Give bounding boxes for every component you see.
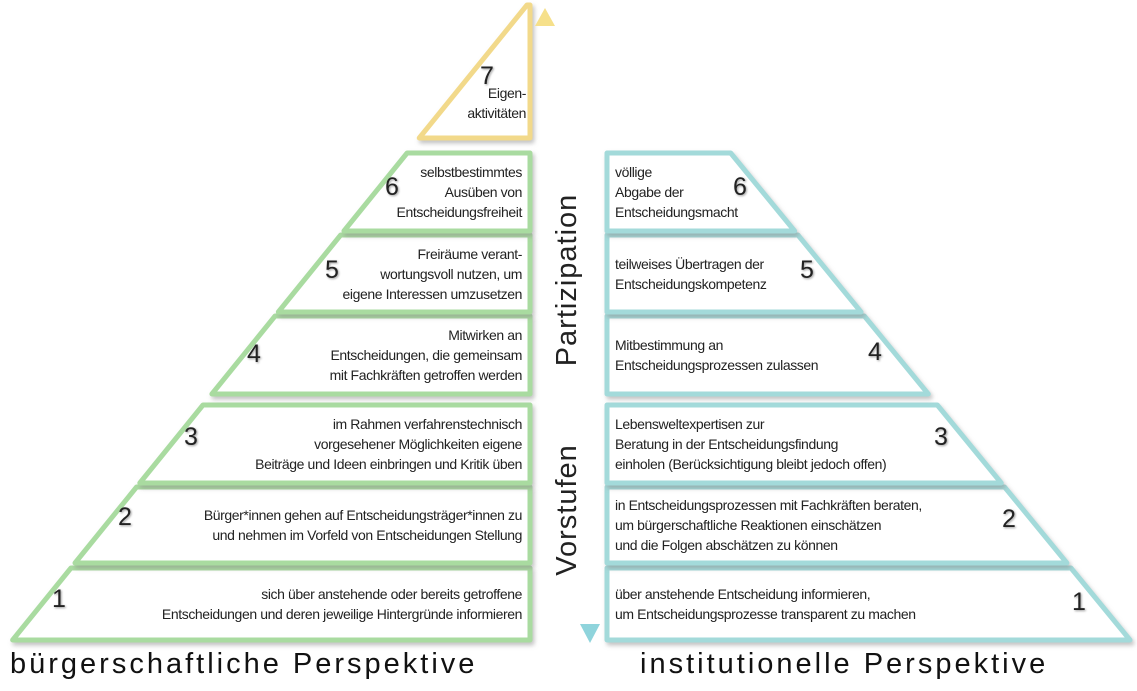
- text-line: eigene Interessen umzusetzen: [342, 285, 523, 302]
- text-line: Entscheidungsprozessen zulassen: [615, 357, 819, 373]
- text-line: Freiräume verant-: [417, 245, 523, 262]
- left-level-2-number: 2: [118, 503, 132, 531]
- right-level-1-band: [604, 565, 1133, 643]
- text-line: mit Fachkräften getroffen werden: [329, 367, 523, 383]
- text-line: im Rahmen verfahrenstechnisch: [332, 416, 523, 432]
- left-level-5-band: [275, 232, 533, 315]
- text-line: einholen (Berücksichtigung bleibt jedoch…: [615, 456, 887, 472]
- text-line: sich über anstehende oder bereits getrof…: [261, 586, 522, 602]
- left-pyramid: [10, 2, 533, 643]
- left-level-4-number: 4: [247, 340, 261, 368]
- text-line: Bürger*innen gehen auf Entscheidungsträg…: [203, 507, 523, 523]
- prestage-down-arrow: [580, 12, 600, 643]
- text-line: und nehmen im Vorfeld von Entscheidungen…: [212, 527, 522, 543]
- right-level-5-band: [604, 232, 864, 315]
- right-level-4-band: [604, 313, 931, 397]
- left-level-5-text: Freiräume verant-wortungsvoll nutzen, um…: [342, 235, 523, 312]
- text-line: Ausüben von: [444, 184, 523, 200]
- left-level-3-band: [137, 402, 533, 486]
- text-line: selbstbestimmtes: [420, 164, 522, 180]
- participation-up-arrow: [535, 8, 555, 645]
- right-level-1-text: über anstehende Entscheidung informieren…: [615, 568, 916, 640]
- right-level-1-number: 1: [1072, 588, 1086, 616]
- text-line: um Entscheidungsprozesse transparent zu …: [615, 606, 916, 622]
- right-level-5-number: 5: [800, 256, 814, 284]
- text-line: Lebensweltexpertisen zur: [615, 416, 765, 432]
- left-level-4-band: [209, 313, 533, 397]
- text-line: vorgesehener Möglichkeiten eigene: [314, 436, 522, 452]
- text-line: Mitbestimmung an: [615, 337, 723, 353]
- left-level-3-number: 3: [184, 423, 198, 451]
- left-level-7-triangle: [416, 2, 533, 141]
- left-level-2-text: Bürger*innen gehen auf Entscheidungsträg…: [203, 487, 523, 563]
- left-level-4-text: Mitwirken an Entscheidungen, die gemeinsa…: [329, 316, 523, 394]
- right-level-6-number: 6: [733, 173, 747, 201]
- text-line: Abgabe der: [615, 184, 684, 200]
- text-line: in Entscheidungsprozessen mit Fachkräfte…: [615, 497, 922, 513]
- text-line: aktivitäten: [467, 105, 526, 121]
- left-level-6-number: 6: [385, 173, 399, 201]
- right-level-3-band: [604, 402, 1004, 486]
- left-level-3-text: im Rahmen verfahrenstechnisch vorgesehene…: [255, 405, 522, 483]
- left-level-2-band: [72, 484, 533, 566]
- text-line: Eigen-: [487, 85, 526, 101]
- right-level-4-text: Mitbestimmung an Entscheidungsprozessen z…: [615, 316, 819, 394]
- left-level-7-text: Eigen-aktivitäten: [467, 78, 526, 128]
- text-line: Entscheidungsmacht: [615, 204, 738, 220]
- participation-label: Partizipation: [551, 193, 583, 367]
- text-line: Mitwirken an: [448, 327, 522, 343]
- right-level-6-band: [604, 150, 798, 234]
- right-pyramid: [604, 150, 1133, 643]
- text-line: Beiträge und Ideen einbringen und Kritik…: [255, 456, 522, 472]
- left-level-1-text: sich über anstehende oder bereits getrof…: [162, 568, 522, 640]
- text-line: um bürgerschaftliche Reaktionen einschät…: [615, 517, 882, 533]
- left-level-7-number: 7: [480, 62, 494, 90]
- prestages-label: Vorstufen: [551, 444, 583, 576]
- right-level-4-number: 4: [868, 338, 882, 366]
- text-line: teilweises Übertragen der: [615, 255, 764, 272]
- right-level-2-text: in Entscheidungsprozessen mit Fachkräfte…: [615, 487, 922, 563]
- text-line: Beratung in der Entscheidungsfindung: [615, 436, 838, 452]
- text-line: über anstehende Entscheidung informieren…: [615, 586, 871, 602]
- text-line: Entscheidungen und deren jeweilige Hinte…: [161, 606, 522, 622]
- right-perspective-title: institutionelle Perspektive: [640, 648, 1049, 680]
- right-level-2-band: [604, 484, 1070, 566]
- left-perspective-title: bürgerschaftliche Perspektive: [10, 648, 478, 680]
- text-line: Entscheidungskompetenz: [615, 275, 767, 292]
- left-level-1-band: [10, 565, 533, 643]
- text-line: völlige: [615, 164, 652, 180]
- text-line: Entscheidungsfreiheit: [396, 204, 523, 220]
- left-level-5-number: 5: [325, 256, 339, 284]
- left-level-6-band: [341, 150, 533, 234]
- text-line: und die Folgen abschätzen zu können: [615, 537, 838, 553]
- text-line: Entscheidungen, die gemeinsam: [330, 347, 522, 363]
- left-level-1-number: 1: [52, 585, 66, 613]
- right-level-2-number: 2: [1002, 505, 1016, 533]
- text-line: wortungsvoll nutzen, um: [380, 265, 522, 282]
- right-level-3-number: 3: [934, 423, 948, 451]
